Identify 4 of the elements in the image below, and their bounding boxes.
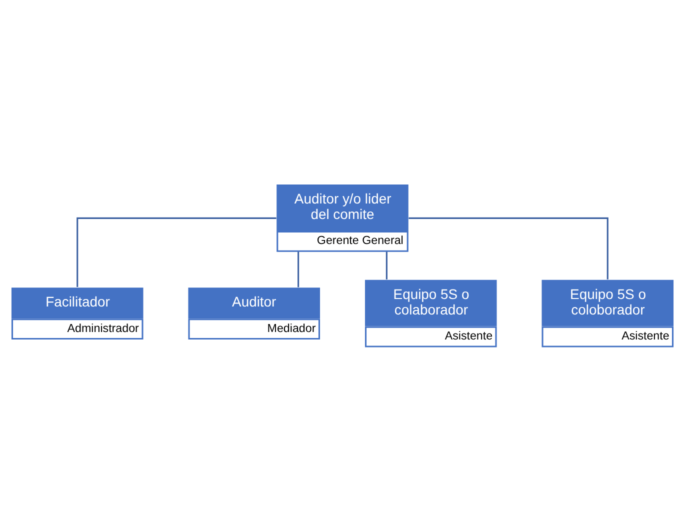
connector xyxy=(408,217,608,280)
connector xyxy=(76,217,276,287)
connector xyxy=(298,252,300,288)
connector xyxy=(386,252,388,280)
